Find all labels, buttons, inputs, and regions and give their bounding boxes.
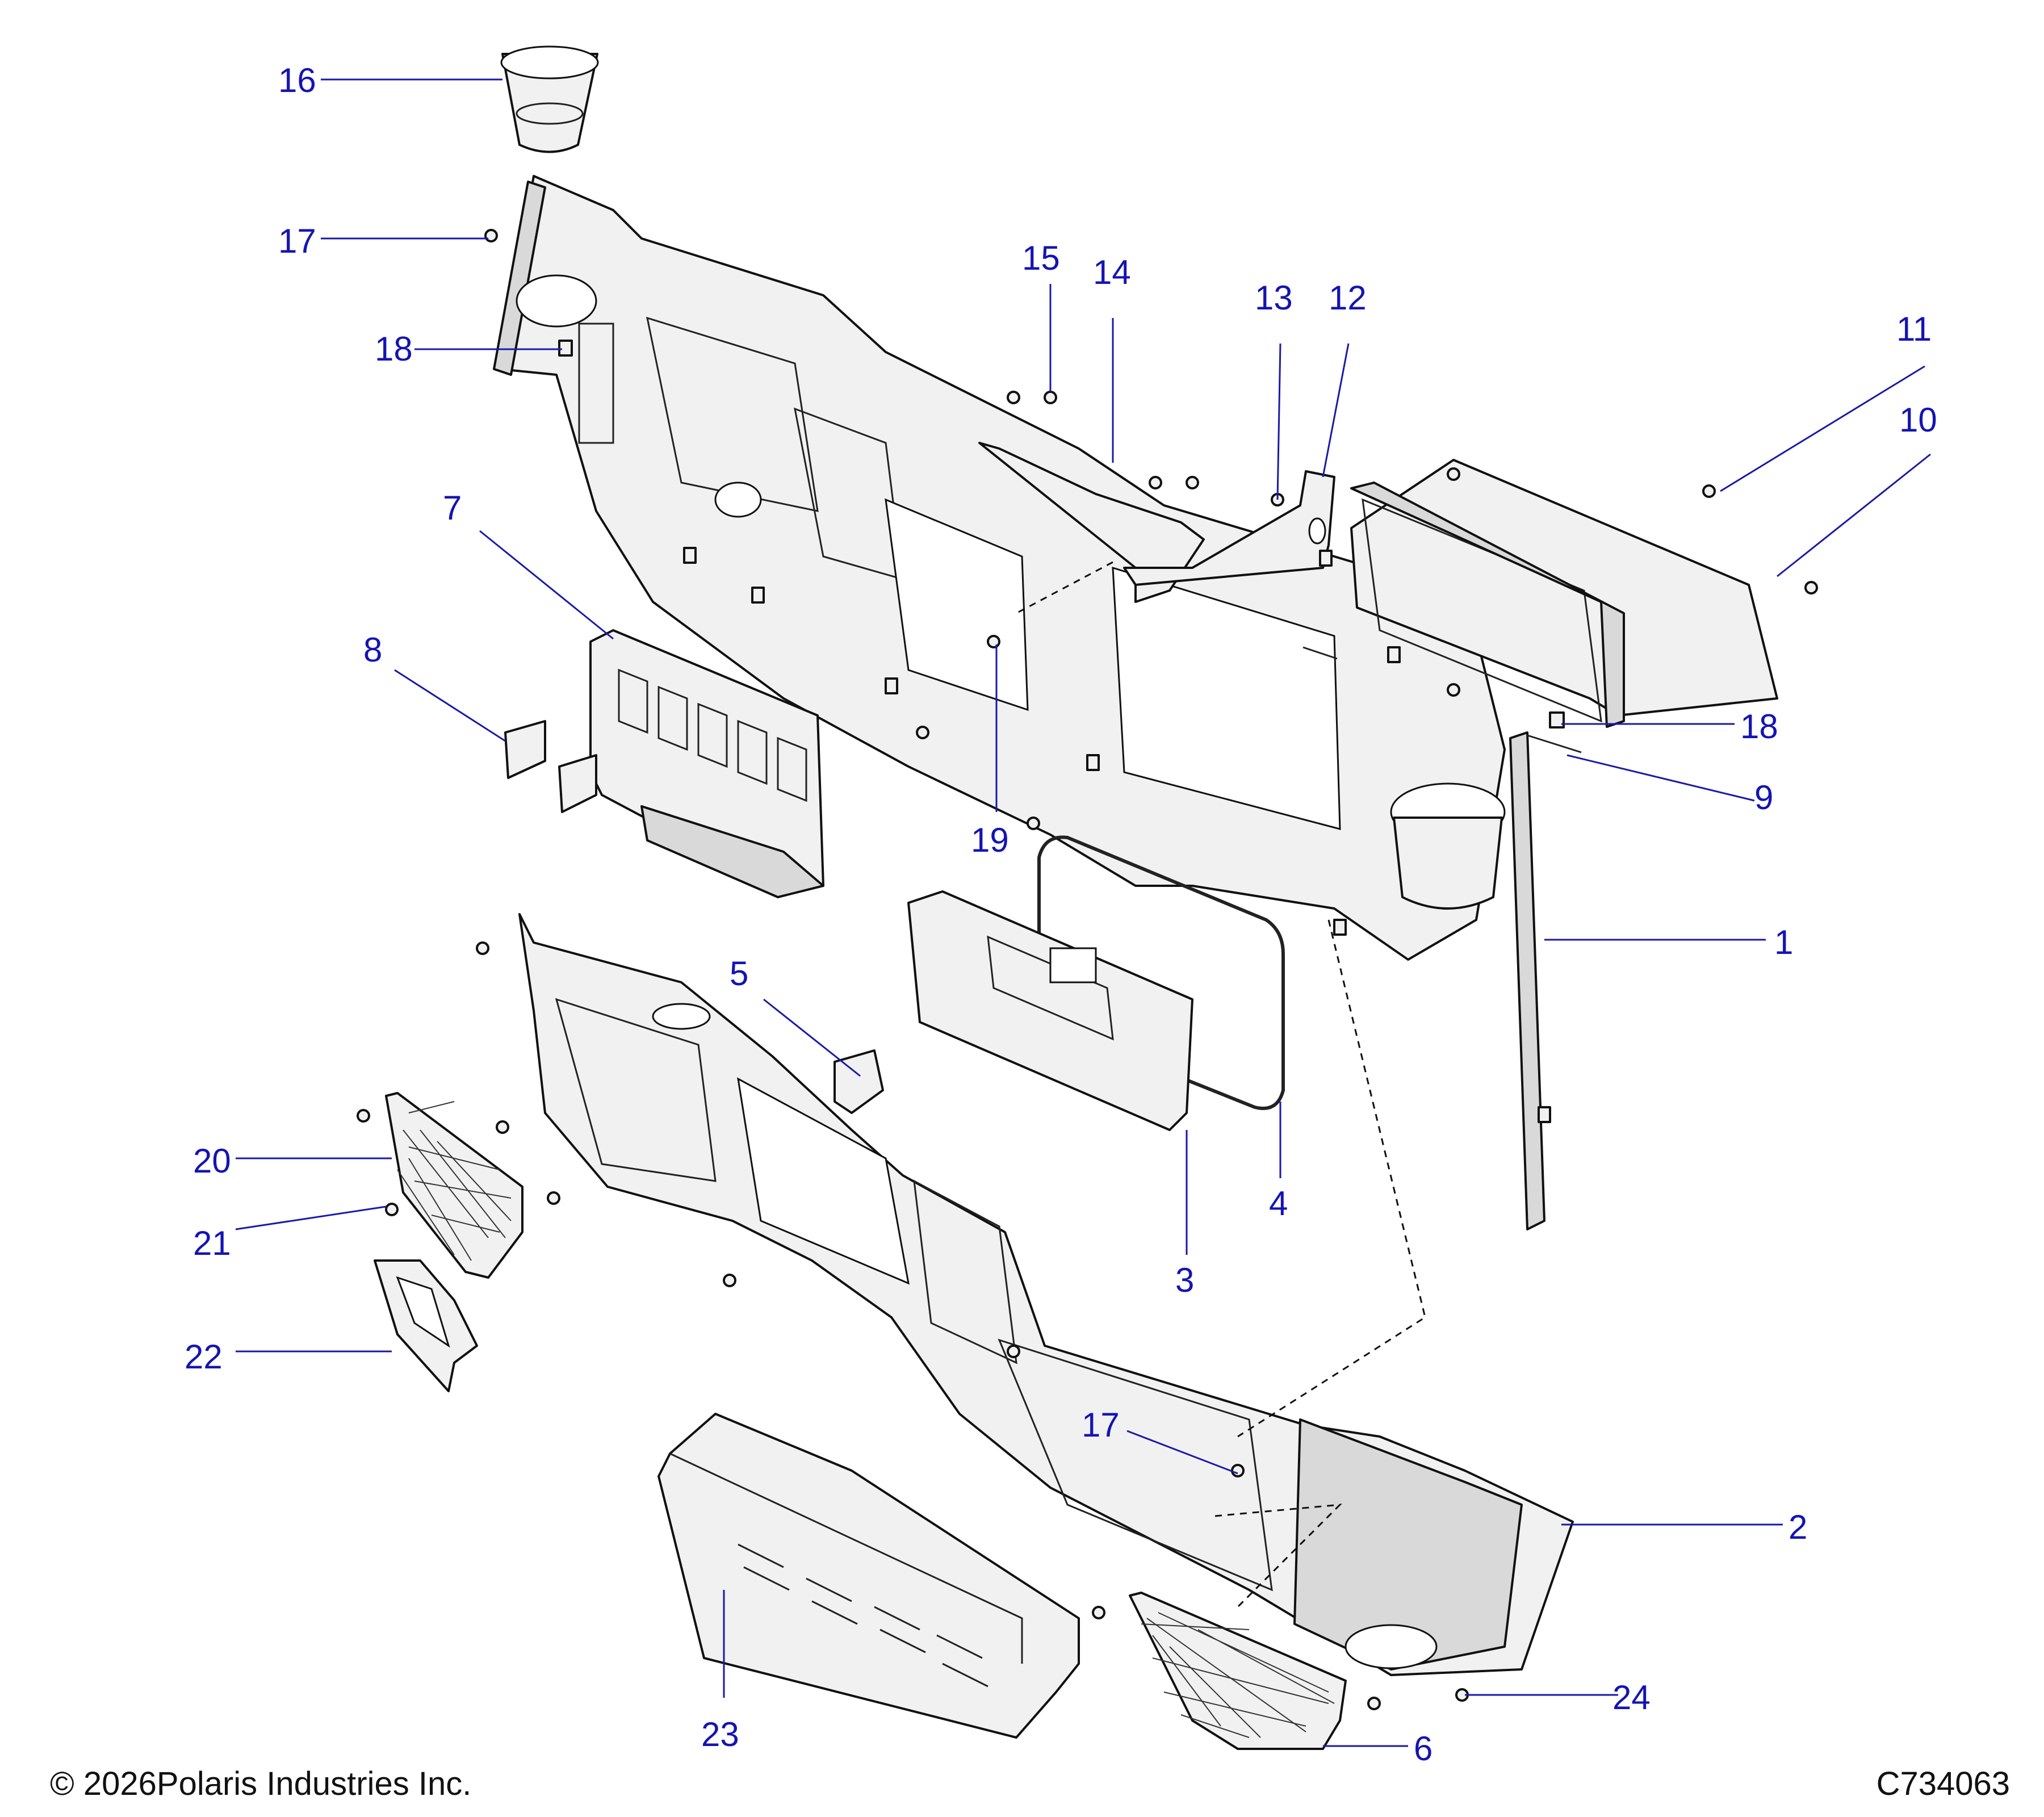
copyright-notice: © 2026Polaris Industries Inc. xyxy=(50,1765,472,1802)
callout-3: 3 xyxy=(1175,1261,1194,1299)
callout-20: 20 xyxy=(193,1142,231,1180)
callout-17-lower: 17 xyxy=(1082,1406,1120,1444)
callout-14: 14 xyxy=(1093,253,1131,291)
part-4-glove-box-gasket xyxy=(1037,835,1285,1110)
assembly-dashed-lines xyxy=(1016,561,1426,1608)
callout-5: 5 xyxy=(730,954,748,993)
callout-16: 16 xyxy=(278,61,316,99)
part-10-cluster-housing xyxy=(1350,459,1778,728)
callout-7: 7 xyxy=(443,489,462,527)
part-1-upper-dash-frame xyxy=(493,175,1545,1230)
callout-18-right: 18 xyxy=(1740,707,1778,746)
callout-23: 23 xyxy=(701,1715,739,1753)
callout-17-upper: 17 xyxy=(278,222,316,260)
callout-6: 6 xyxy=(1414,1730,1433,1768)
part-8-clip xyxy=(504,720,597,813)
callout-8: 8 xyxy=(363,631,382,669)
figure-id: C734063 xyxy=(1876,1765,2010,1802)
part-5-latch xyxy=(833,1049,884,1114)
callout-9: 9 xyxy=(1754,778,1773,817)
callout-labels: 1 2 3 4 5 6 7 8 9 10 11 12 13 14 15 16 1… xyxy=(185,61,1937,1768)
part-16-cup-holder xyxy=(500,45,599,153)
leader-lines xyxy=(235,78,1931,1747)
callout-4: 4 xyxy=(1269,1184,1288,1223)
callout-2: 2 xyxy=(1789,1508,1807,1546)
callout-11: 11 xyxy=(1896,310,1932,348)
callout-10: 10 xyxy=(1899,401,1937,439)
callout-1: 1 xyxy=(1774,923,1793,961)
part-7-switch-panel xyxy=(589,629,824,898)
part-3-glove-box-door xyxy=(907,890,1193,1131)
part-22-bezel xyxy=(374,1259,478,1392)
part-20-grille xyxy=(385,1092,523,1279)
callout-13: 13 xyxy=(1255,279,1293,317)
part-23-vent-panel xyxy=(657,1413,1080,1739)
callout-19: 19 xyxy=(971,821,1009,859)
part-12-support-bracket xyxy=(1123,470,1335,586)
callout-21: 21 xyxy=(193,1224,231,1262)
callout-18-left: 18 xyxy=(375,330,413,368)
part-2-lower-dash xyxy=(518,913,1574,1676)
callout-12: 12 xyxy=(1329,279,1367,317)
callout-15: 15 xyxy=(1022,239,1060,277)
callout-22: 22 xyxy=(185,1338,223,1376)
part-6-grille xyxy=(1129,1592,1347,1750)
callout-24: 24 xyxy=(1612,1678,1651,1716)
